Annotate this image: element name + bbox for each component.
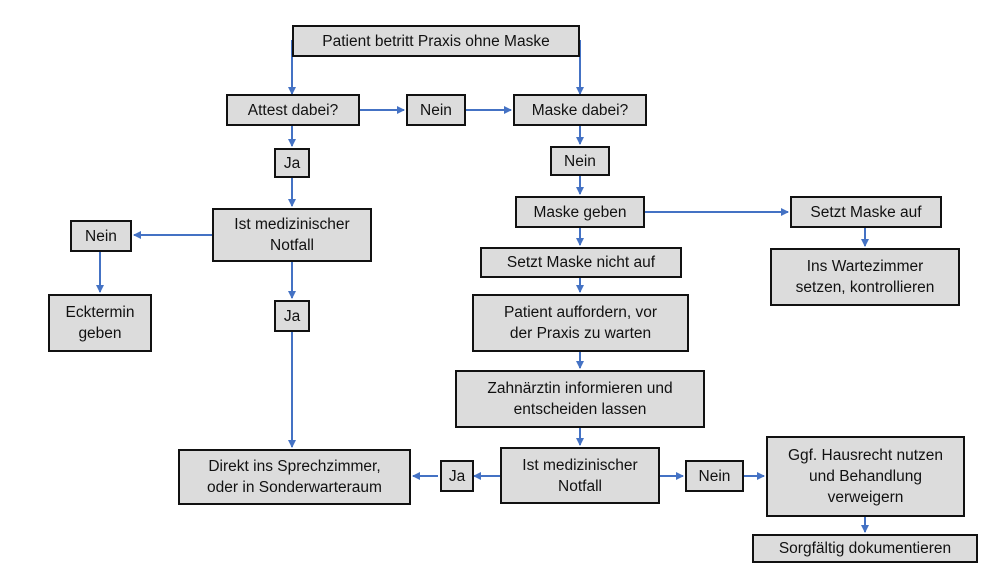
- nein-attest-box: Nein: [406, 94, 466, 126]
- ja-notfall-box-2: Ja: [440, 460, 474, 492]
- direkt-sprechzimmer-box: Direkt ins Sprechzimmer, oder in Sonderw…: [178, 449, 411, 505]
- nein-maske-box: Nein: [550, 146, 610, 176]
- maske-geben-box: Maske geben: [515, 196, 645, 228]
- dokumentieren-box: Sorgfältig dokumentieren: [752, 534, 978, 563]
- attest-decision-box: Attest dabei?: [226, 94, 360, 126]
- ecktermin-box: Ecktermin geben: [48, 294, 152, 352]
- setzt-maske-auf-box: Setzt Maske auf: [790, 196, 942, 228]
- wartezimmer-box: Ins Wartezimmer setzen, kontrollieren: [770, 248, 960, 306]
- maske-dabei-decision-box: Maske dabei?: [513, 94, 647, 126]
- ja-notfall-box-1: Ja: [274, 300, 310, 332]
- notfall-decision-box-1: Ist medizinischer Notfall: [212, 208, 372, 262]
- ja-attest-box: Ja: [274, 148, 310, 178]
- notfall-decision-box-2: Ist medizinischer Notfall: [500, 447, 660, 504]
- start-box: Patient betritt Praxis ohne Maske: [292, 25, 580, 57]
- nein-notfall-box-1: Nein: [70, 220, 132, 252]
- setzt-maske-nicht-auf-box: Setzt Maske nicht auf: [480, 247, 682, 278]
- nein-notfall-box-2: Nein: [685, 460, 744, 492]
- hausrecht-box: Ggf. Hausrecht nutzen und Behandlung ver…: [766, 436, 965, 517]
- patient-auffordern-box: Patient auffordern, vor der Praxis zu wa…: [472, 294, 689, 352]
- zahnaerztin-informieren-box: Zahnärztin informieren und entscheiden l…: [455, 370, 705, 428]
